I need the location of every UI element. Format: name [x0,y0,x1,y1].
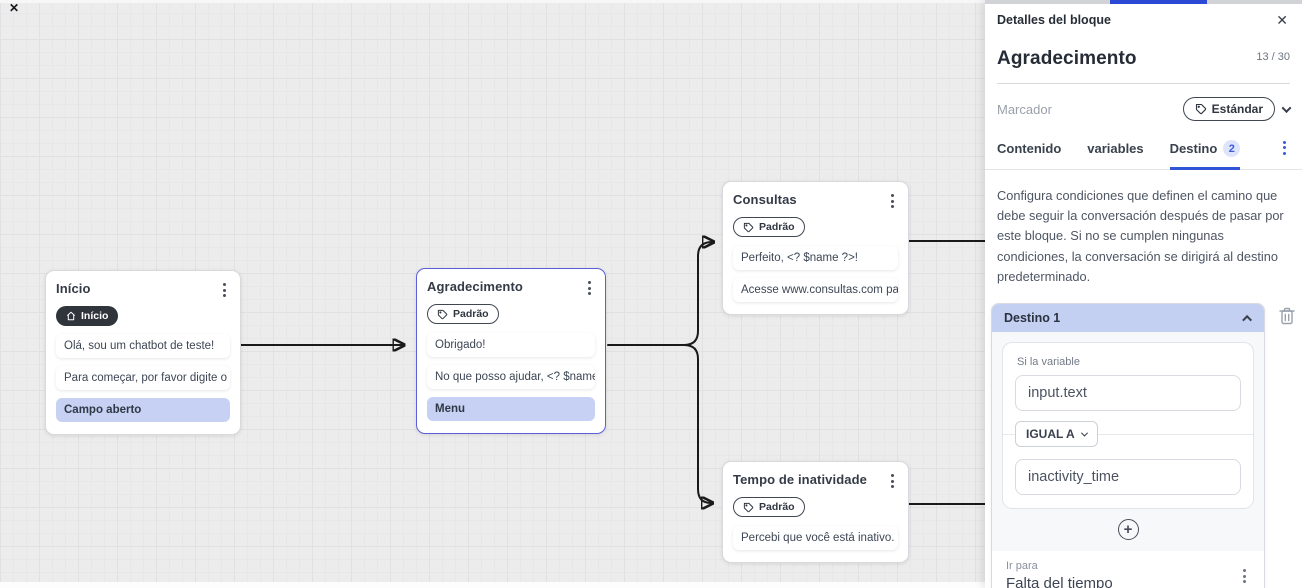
chevron-up-icon[interactable] [1242,314,1253,325]
tag-icon [743,502,754,512]
tag-icon [437,309,448,319]
destino-count-badge: 2 [1223,140,1241,157]
flow-node-inicio[interactable]: Início Início Olá, sou um chatbot de tes… [45,270,241,435]
canvas-bottom-strip [0,582,986,588]
compare-value-input[interactable] [1015,459,1241,496]
variable-input[interactable] [1015,375,1241,412]
goto-row[interactable]: Ir para Falta del tiempo [992,551,1264,588]
edge-agradecimento-tempo [683,344,712,503]
divider [997,83,1290,84]
goto-value: Falta del tiempo [1006,575,1113,588]
marker-value: Estándar [1211,102,1263,116]
trash-icon [1279,307,1295,325]
tag-badge: Padrão [733,217,805,237]
chevron-down-icon [1080,429,1088,437]
destination-title: Destino 1 [1004,311,1061,326]
condition-label: Si la variable [1017,356,1080,369]
marker-value-pill[interactable]: Estándar [1182,97,1275,121]
tab-destino-label: Destino [1169,141,1218,156]
flow-connections [240,0,986,588]
message-bubble[interactable]: Acesse www.consultas.com par... [733,277,898,302]
destination-description: Configura condiciones que definen el cam… [997,188,1284,284]
tab-variables[interactable]: variables [1087,140,1144,156]
flow-node-tempo-inatividade[interactable]: Tempo de inatividade Padrão Percebi que … [722,461,909,563]
flow-node-agradecimento[interactable]: Agradecimento Padrão Obrigado! No que po… [416,268,606,434]
start-badge-label: Início [81,310,109,322]
message-bubble[interactable]: Perfeito, <? $name ?>! [733,245,898,270]
condition-card: Si la variable IGUAL A [1002,342,1254,510]
home-icon [66,311,76,321]
node-title: Início [56,281,91,296]
plus-icon: + [1123,521,1133,539]
x-marker-icon[interactable]: ✕ [9,1,20,15]
message-bubble[interactable]: Obrigado! [427,332,595,357]
kebab-menu-icon[interactable] [219,281,230,299]
start-badge: Início [56,306,119,326]
option-row[interactable]: Campo aberto [56,398,230,422]
char-counter: 13 / 30 [1256,51,1290,63]
block-details-panel: Detalles del bloque ✕ Agradecimento 13 /… [985,0,1302,588]
panel-kebab-menu-icon[interactable] [1279,139,1290,157]
node-title: Consultas [733,192,797,207]
destination-card: Destino 1 Si la variable IGUAL A + [991,303,1265,588]
node-title: Agradecimento [427,279,523,294]
tag-icon [743,222,754,232]
block-name[interactable]: Agradecimento [997,48,1137,69]
marker-label: Marcador [997,101,1052,117]
option-row[interactable]: Menu [427,396,595,421]
node-title: Tempo de inatividade [733,472,867,487]
flow-node-consultas[interactable]: Consultas Padrão Perfeito, <? $name ?>! … [722,181,909,315]
top-tab-indicator [1110,0,1207,4]
tag-badge-label: Padrão [453,308,489,320]
operator-value: IGUAL A [1026,427,1075,442]
destination-card-header[interactable]: Destino 1 [992,304,1264,333]
goto-label: Ir para [1006,560,1038,573]
tab-destino[interactable]: Destino 2 [1169,132,1241,170]
message-bubble[interactable]: Olá, sou um chatbot de teste! [56,334,230,358]
close-icon[interactable]: ✕ [1276,12,1288,28]
operator-dropdown[interactable]: IGUAL A [1015,421,1098,448]
message-bubble[interactable]: Percebi que você está inativo. C... [733,525,898,550]
chevron-down-icon[interactable] [1281,102,1292,113]
kebab-menu-icon[interactable] [887,192,898,210]
goto-kebab-menu-icon[interactable] [1239,567,1250,585]
tag-badge-label: Padrão [759,221,795,233]
add-condition-button[interactable]: + [1117,519,1139,541]
kebab-menu-icon[interactable] [584,279,595,297]
panel-tabs: Contenido variables Destino 2 [985,132,1302,170]
tag-icon [1195,103,1206,115]
message-bubble[interactable]: No que posso ajudar, <? $name ... [427,364,595,389]
tab-contenido[interactable]: Contenido [997,140,1062,156]
tag-badge: Padrão [733,497,805,517]
panel-top-strip [985,0,1302,4]
edge-agradecimento-consultas [607,242,713,346]
panel-title: Detalles del bloque [997,13,1111,27]
message-bubble[interactable]: Para começar, por favor digite o ... [56,366,230,390]
delete-destination-button[interactable] [1279,307,1295,328]
tag-badge: Padrão [427,304,499,324]
kebab-menu-icon[interactable] [887,472,898,490]
flow-canvas[interactable]: ✕ Início Início Olá, sou um chatbot de t… [0,0,986,588]
tag-badge-label: Padrão [759,501,795,513]
canvas-top-strip [0,0,986,3]
